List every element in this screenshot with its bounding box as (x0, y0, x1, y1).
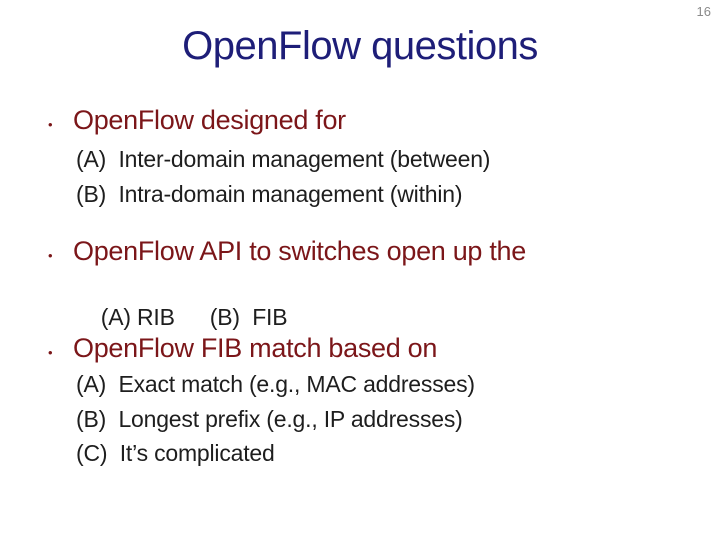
option-item: (A) RIB (100, 304, 175, 331)
option-row: (A) RIB (B) FIB (76, 278, 288, 357)
bullet-heading-openflow-api: • OpenFlow API to switches open up the (48, 236, 526, 267)
bullet-heading-openflow-fib: • OpenFlow FIB match based on (48, 333, 437, 364)
bullet-icon: • (48, 345, 53, 360)
option-item: (A) Exact match (e.g., MAC addresses) (76, 371, 475, 397)
heading-text: OpenFlow designed for (73, 105, 346, 135)
option-item: (B) Intra-domain management (within) (76, 181, 463, 207)
page-number: 16 (696, 4, 711, 19)
bullet-icon: • (48, 117, 53, 132)
bullet-icon: • (48, 248, 53, 263)
heading-text: OpenFlow API to switches open up the (73, 236, 526, 266)
bullet-heading-openflow-designed-for: • OpenFlow designed for (48, 105, 346, 136)
slide-title: OpenFlow questions (182, 24, 538, 68)
heading-text: OpenFlow FIB match based on (73, 333, 438, 363)
option-item: (C) It’s complicated (76, 440, 275, 466)
option-item: (B) FIB (209, 304, 288, 331)
option-item: (A) Inter-domain management (between) (76, 146, 491, 172)
option-item: (B) Longest prefix (e.g., IP addresses) (76, 406, 463, 432)
